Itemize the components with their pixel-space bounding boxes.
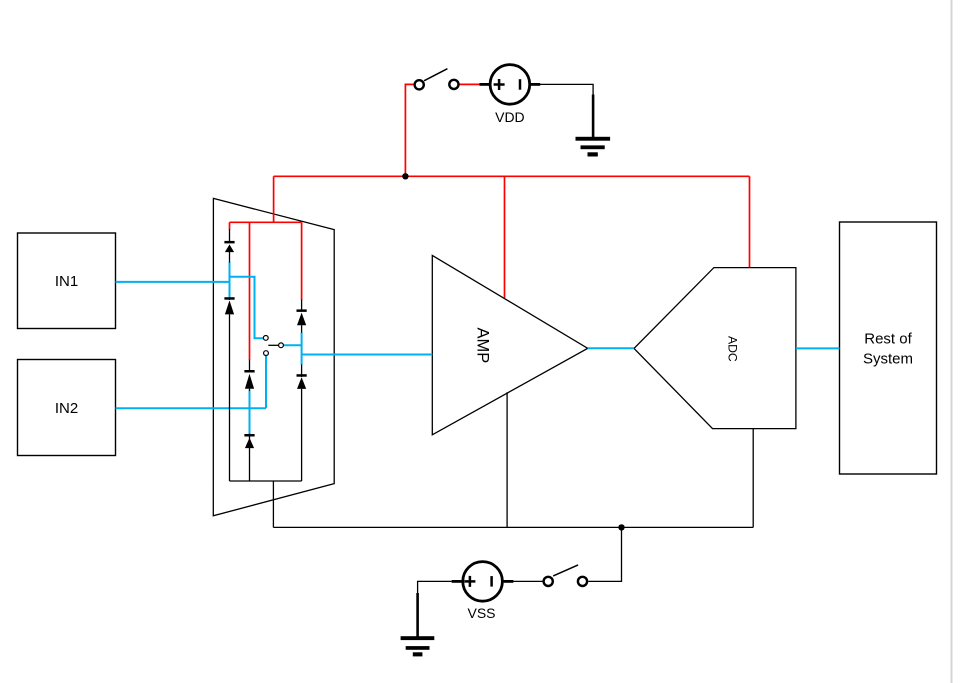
svg-text:IN1: IN1 bbox=[55, 273, 78, 290]
svg-text:AMP: AMP bbox=[474, 328, 492, 364]
svg-text:System: System bbox=[863, 351, 913, 368]
svg-text:VDD: VDD bbox=[495, 109, 525, 125]
svg-text:VSS: VSS bbox=[467, 605, 495, 621]
svg-text:ADC: ADC bbox=[725, 336, 739, 362]
svg-text:Rest of: Rest of bbox=[864, 331, 912, 348]
svg-text:IN2: IN2 bbox=[55, 400, 78, 417]
